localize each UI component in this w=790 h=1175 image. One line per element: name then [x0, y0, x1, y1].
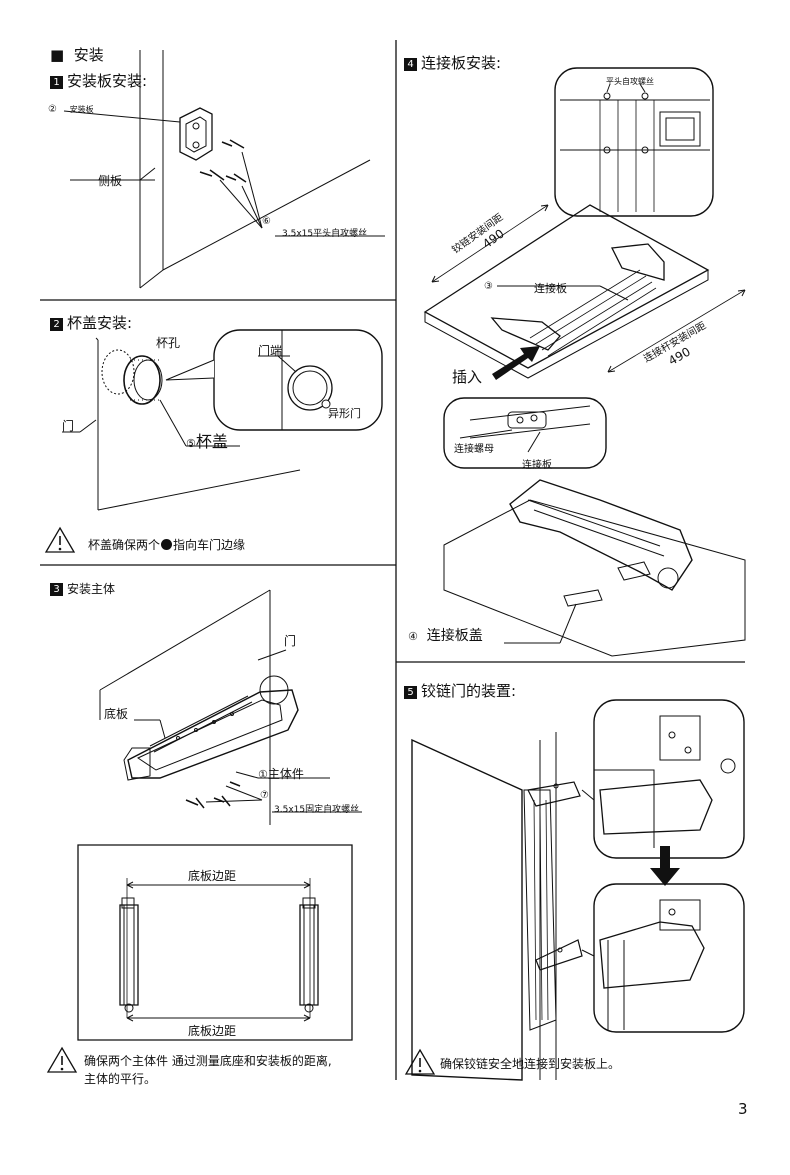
- main-door-label: 门: [284, 634, 297, 648]
- install-heading: ■ 安装: [50, 46, 104, 64]
- main-body-illustration: [48, 590, 362, 1072]
- filled-dot-icon: [161, 539, 173, 550]
- cup-cap-label: ⑤杯盖: [186, 432, 228, 451]
- connecting-plate-label-2: 连接板: [522, 460, 552, 471]
- base-distance-top: 底板边距: [188, 869, 237, 883]
- step-5-badge: 5: [404, 686, 417, 699]
- page-number: 3: [738, 1100, 748, 1118]
- fixed-screw-label: 3.5x15固定自攻螺丝: [274, 805, 360, 815]
- connecting-plate-label: 连接板: [534, 282, 567, 295]
- cup-cap-note: 杯盖确保两个指向车门边缘: [88, 538, 246, 552]
- cup-hole-label: 杯孔: [156, 336, 181, 350]
- door-end-label: 门端: [258, 344, 283, 358]
- plate-cover-label: ④ 连接板盖: [408, 628, 483, 644]
- flat-screw-label: 3.5x15平头自攻螺丝: [282, 229, 368, 239]
- bullet-square-icon: ■: [50, 46, 65, 64]
- parallel-note-1: 确保两个主体件 通过测量底座和安装板的距离,: [84, 1054, 332, 1068]
- step-2-badge: 2: [50, 318, 63, 331]
- hinge-note: 确保铰链安全地连接到安装板上。: [440, 1057, 621, 1071]
- callout-2: ② 安装板: [48, 104, 94, 115]
- step-3-badge: 3: [50, 583, 63, 596]
- connecting-plate-illustration: [425, 68, 745, 656]
- connecting-nut-label: 连接螺母: [454, 444, 494, 455]
- step-1-badge: 1: [50, 76, 63, 89]
- callout-3: ③: [484, 281, 493, 292]
- base-plate-label: 底板: [104, 707, 129, 721]
- base-distance-bottom: 底板边距: [188, 1024, 237, 1038]
- step-4-badge: 4: [404, 58, 417, 71]
- insert-label: 插入: [452, 368, 483, 386]
- hinge-door-illustration: [406, 700, 744, 1080]
- plate-install-illustration: [64, 50, 385, 288]
- parallel-note-2: 主体的平行。: [84, 1072, 157, 1086]
- door-label: 门: [62, 419, 75, 433]
- odd-door-label: 异形门: [328, 407, 361, 420]
- flat-screw-callout-label: 平头自攻螺丝: [606, 77, 654, 86]
- side-panel-label: 侧板: [98, 174, 123, 188]
- cup-cover-illustration: [46, 330, 382, 552]
- callout-6: ⑥: [262, 216, 271, 227]
- callout-7: ⑦: [260, 790, 269, 801]
- body-part-label: ①主体件: [258, 767, 304, 781]
